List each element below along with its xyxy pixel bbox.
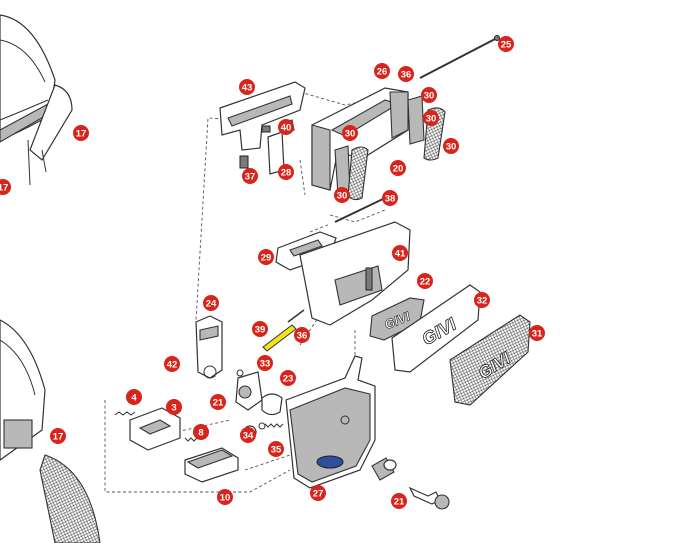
svg-text:40: 40	[281, 123, 292, 134]
svg-text:39: 39	[255, 325, 266, 336]
callout-30: 30	[342, 125, 358, 141]
callout-33: 33	[257, 355, 273, 371]
svg-text:22: 22	[420, 277, 431, 288]
callout-10: 10	[217, 489, 233, 505]
svg-text:3: 3	[171, 403, 176, 414]
svg-text:17: 17	[0, 183, 8, 194]
svg-text:8: 8	[198, 428, 203, 439]
svg-text:34: 34	[243, 431, 254, 442]
callout-34: 34	[240, 427, 256, 443]
callout-36: 36	[398, 66, 414, 82]
svg-text:20: 20	[393, 164, 404, 175]
callout-27: 27	[310, 485, 326, 501]
svg-text:21: 21	[213, 398, 224, 409]
callout-25: 25	[498, 36, 514, 52]
svg-text:41: 41	[395, 249, 406, 260]
main-housing	[285, 355, 376, 489]
svg-text:31: 31	[532, 329, 543, 340]
svg-text:29: 29	[261, 253, 272, 264]
callout-4: 4	[126, 389, 142, 405]
lock-barrel-and-key	[371, 457, 450, 510]
svg-text:32: 32	[477, 296, 488, 307]
callout-24: 24	[203, 295, 219, 311]
callout-17: 17	[0, 179, 11, 195]
callout-32: 32	[474, 292, 490, 308]
svg-text:10: 10	[220, 493, 231, 504]
svg-text:30: 30	[424, 91, 435, 102]
callout-30: 30	[421, 87, 437, 103]
callout-38: 38	[382, 190, 398, 206]
clip-pads	[334, 95, 446, 201]
callout-badges: 25 26 36 43 30 30 40 30 30 17 37 28 20 3…	[0, 36, 545, 509]
svg-text:35: 35	[271, 445, 282, 456]
case-shell-bottom	[0, 319, 101, 543]
svg-text:25: 25	[501, 40, 512, 51]
svg-text:42: 42	[167, 360, 178, 371]
callout-26: 26	[374, 63, 390, 79]
callout-30: 30	[423, 110, 439, 126]
lock-bracket	[195, 315, 223, 379]
svg-text:4: 4	[131, 393, 137, 404]
svg-text:33: 33	[260, 359, 271, 370]
callout-40: 40	[278, 119, 294, 135]
svg-text:30: 30	[446, 142, 457, 153]
svg-text:36: 36	[297, 331, 308, 342]
lower-latch-assembly	[114, 407, 239, 483]
callout-22: 22	[417, 273, 433, 289]
svg-text:21: 21	[394, 497, 405, 508]
svg-text:17: 17	[53, 432, 64, 443]
svg-text:38: 38	[385, 194, 396, 205]
callout-31: 31	[529, 325, 545, 341]
callout-43: 43	[239, 79, 255, 95]
callout-36: 36	[294, 327, 310, 343]
callout-8: 8	[193, 424, 209, 440]
callout-23: 23	[280, 370, 296, 386]
callout-37: 37	[242, 168, 258, 184]
callout-30: 30	[334, 187, 350, 203]
lock-rod	[419, 35, 500, 79]
givi-cover: GIVI	[391, 284, 481, 373]
svg-text:30: 30	[337, 191, 348, 202]
svg-text:43: 43	[242, 83, 253, 94]
svg-text:36: 36	[401, 70, 412, 81]
svg-text:24: 24	[206, 299, 217, 310]
highlighted-pin	[262, 309, 305, 352]
callout-21: 21	[210, 394, 226, 410]
cover-plate	[299, 221, 411, 326]
callout-17: 17	[73, 125, 89, 141]
svg-text:23: 23	[283, 374, 294, 385]
svg-text:30: 30	[426, 114, 437, 125]
callout-35: 35	[268, 441, 284, 457]
callout-17: 17	[50, 428, 66, 444]
svg-text:27: 27	[313, 489, 324, 500]
svg-text:37: 37	[245, 172, 256, 183]
callout-20: 20	[390, 160, 406, 176]
callout-30: 30	[443, 138, 459, 154]
callout-42: 42	[164, 356, 180, 372]
lock-cam-parts	[235, 369, 283, 416]
callout-28: 28	[278, 164, 294, 180]
case-shell-top	[0, 14, 73, 186]
svg-text:17: 17	[76, 129, 87, 140]
callout-29: 29	[258, 249, 274, 265]
callout-41: 41	[392, 245, 408, 261]
svg-text:28: 28	[281, 168, 292, 179]
callout-3: 3	[166, 399, 182, 415]
svg-text:26: 26	[377, 67, 388, 78]
callout-21: 21	[391, 493, 407, 509]
svg-text:30: 30	[345, 129, 356, 140]
hinge-frame	[311, 87, 409, 191]
callout-39: 39	[252, 321, 268, 337]
slider-pin	[275, 197, 386, 271]
